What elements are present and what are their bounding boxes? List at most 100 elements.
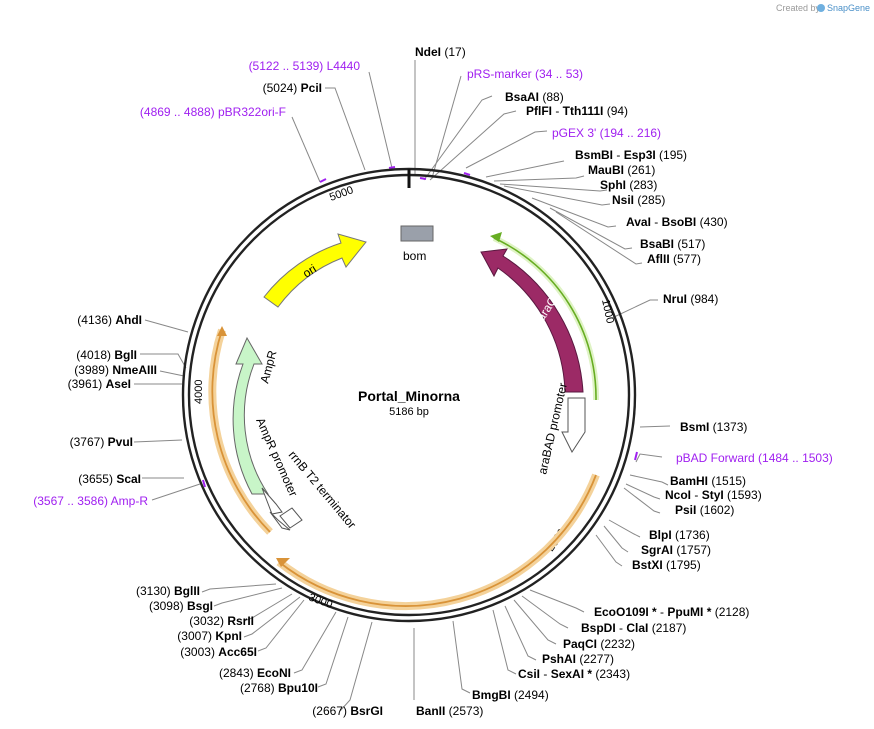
primer-pbadforward[interactable]: pBAD Forward (1484 .. 1503) — [676, 451, 833, 465]
site-position: (3130) — [136, 584, 174, 598]
site-aflii[interactable]: AflII (577) — [647, 252, 701, 266]
site-econi[interactable]: (2843) EcoNI — [219, 666, 291, 680]
site-position: (430) — [696, 215, 727, 229]
site-ncoi[interactable]: NcoI - StyI (1593) — [665, 488, 762, 502]
site-bsgi[interactable]: (3098) BsgI — [149, 599, 213, 613]
site-separator: - — [552, 104, 563, 118]
site-position: (2494) — [511, 688, 549, 702]
ori-label: ori — [300, 262, 319, 281]
svg-text:NruI (984): NruI (984) — [663, 292, 718, 306]
svg-text:SgrAI (1757): SgrAI (1757) — [641, 543, 711, 557]
ori-feature[interactable] — [263, 233, 367, 308]
site-position: (2768) — [240, 681, 278, 695]
site-csii[interactable]: CsiI - SexAI * (2343) — [518, 667, 630, 681]
site-bspdi[interactable]: BspDI - ClaI (2187) — [581, 621, 686, 635]
site-sphi[interactable]: SphI (283) — [600, 178, 657, 192]
site-name: NdeI — [415, 45, 441, 59]
site-bmgbi[interactable]: BmgBI (2494) — [472, 688, 549, 702]
svg-text:pGEX 3' (194 .. 216): pGEX 3' (194 .. 216) — [552, 126, 661, 140]
site-position: (3961) — [68, 377, 106, 391]
site-bsrgi[interactable]: (2667) BsrGI — [312, 704, 383, 718]
backbone — [181, 167, 637, 623]
site-bsabi[interactable]: BsaBI (517) — [640, 237, 705, 251]
site-blpi[interactable]: BlpI (1736) — [649, 528, 710, 542]
site-paqci[interactable]: PaqCI (2232) — [563, 637, 635, 651]
ampr-promoter-feature[interactable] — [261, 487, 283, 515]
site-position: (2187) — [648, 621, 686, 635]
site-bamhi[interactable]: BamHI (1515) — [670, 474, 746, 488]
site-position: (1593) — [724, 488, 762, 502]
svg-text:(5024) PciI: (5024) PciI — [263, 81, 322, 95]
site-nmeaiii[interactable]: (3989) NmeAIII — [74, 363, 157, 377]
site-pvui[interactable]: (3767) PvuI — [70, 435, 133, 449]
site-ndei[interactable]: NdeI (17) — [415, 45, 466, 59]
site-position: (94) — [603, 104, 628, 118]
site-asei[interactable]: (3961) AseI — [68, 377, 131, 391]
site-position: (3007) — [177, 629, 215, 643]
credit-brand: SnapGene — [827, 3, 870, 13]
primer-prsmarker[interactable]: pRS-marker (34 .. 53) — [467, 67, 583, 81]
site-position: (1602) — [696, 503, 734, 517]
site-pflfi[interactable]: PflFI - Tth111I (94) — [526, 104, 628, 118]
site-name-2: SexAI * — [551, 667, 593, 681]
site-pshai[interactable]: PshAI (2277) — [542, 652, 614, 666]
site-separator: - — [651, 215, 662, 229]
site-ahdi[interactable]: (4136) AhdI — [77, 313, 142, 327]
site-psii[interactable]: PsiI (1602) — [675, 503, 734, 517]
site-position: (3655) — [78, 472, 116, 486]
svg-text:AvaI - BsoBI (430): AvaI - BsoBI (430) — [626, 215, 728, 229]
primer-range: (194 .. 216) — [596, 126, 661, 140]
site-bglii[interactable]: (3130) BglII — [136, 584, 200, 598]
site-bsmbi[interactable]: BsmBI - Esp3I (195) — [575, 148, 687, 162]
site-name: BsmBI — [575, 148, 613, 162]
site-name: BsaAI — [505, 90, 539, 104]
site-banii[interactable]: BanII (2573) — [416, 704, 483, 718]
site-ecoo109i[interactable]: EcoO109I * - PpuMI * (2128) — [594, 605, 749, 619]
rrnb-terminator-feature[interactable] — [279, 507, 303, 529]
site-name: EcoNI — [257, 666, 291, 680]
site-bpu10i[interactable]: (2768) Bpu10I — [240, 681, 318, 695]
site-avai[interactable]: AvaI - BsoBI (430) — [626, 215, 728, 229]
svg-text:MauBI (261): MauBI (261) — [588, 163, 655, 177]
svg-text:(3567 .. 3586) Amp-R: (3567 .. 3586) Amp-R — [33, 494, 148, 508]
site-name: PsiI — [675, 503, 696, 517]
arac-feature[interactable] — [480, 248, 584, 393]
site-rsrii[interactable]: (3032) RsrII — [189, 614, 254, 628]
site-position: (3003) — [180, 645, 218, 659]
site-nsii[interactable]: NsiI (285) — [612, 193, 665, 207]
site-nrui[interactable]: NruI (984) — [663, 292, 718, 306]
site-sgrai[interactable]: SgrAI (1757) — [641, 543, 711, 557]
site-name: AflII — [647, 252, 670, 266]
site-name: Bpu10I — [278, 681, 318, 695]
site-maubi[interactable]: MauBI (261) — [588, 163, 655, 177]
primer-pbr322orif[interactable]: (4869 .. 4888) pBR322ori-F — [140, 105, 286, 119]
site-acc65i[interactable]: (3003) Acc65I — [180, 645, 257, 659]
tick-4000: 4000 — [193, 380, 205, 404]
site-position: (4136) — [77, 313, 115, 327]
bom-feature[interactable] — [400, 225, 434, 242]
site-name-2: StyI — [702, 488, 724, 502]
svg-text:BmgBI (2494): BmgBI (2494) — [472, 688, 549, 702]
primer-name: pBAD Forward — [676, 451, 755, 465]
ampr-feature[interactable] — [232, 336, 269, 495]
primer-pgex3[interactable]: pGEX 3' (194 .. 216) — [552, 126, 661, 140]
site-scai[interactable]: (3655) ScaI — [78, 472, 141, 486]
primer-marks — [202, 166, 638, 488]
site-position: (4018) — [76, 348, 114, 362]
site-bstxi[interactable]: BstXI (1795) — [632, 558, 701, 572]
svg-text:BamHI (1515): BamHI (1515) — [670, 474, 746, 488]
site-name: PaqCI — [563, 637, 597, 651]
site-bgli[interactable]: (4018) BglI — [76, 348, 137, 362]
svg-text:BsmBI - Esp3I (195): BsmBI - Esp3I (195) — [575, 148, 687, 162]
site-bsaai[interactable]: BsaAI (88) — [505, 90, 564, 104]
site-bsmi[interactable]: BsmI (1373) — [680, 420, 747, 434]
site-pcii[interactable]: (5024) PciI — [263, 81, 322, 95]
site-kpni[interactable]: (3007) KpnI — [177, 629, 242, 643]
primer-ampr[interactable]: (3567 .. 3586) Amp-R — [33, 494, 148, 508]
svg-text:(3007) KpnI: (3007) KpnI — [177, 629, 242, 643]
svg-text:(3130) BglII: (3130) BglII — [136, 584, 200, 598]
arabad-promoter-feature[interactable] — [561, 397, 586, 454]
site-name: BsrGI — [350, 704, 383, 718]
primer-l4440[interactable]: (5122 .. 5139) L4440 — [249, 59, 361, 73]
